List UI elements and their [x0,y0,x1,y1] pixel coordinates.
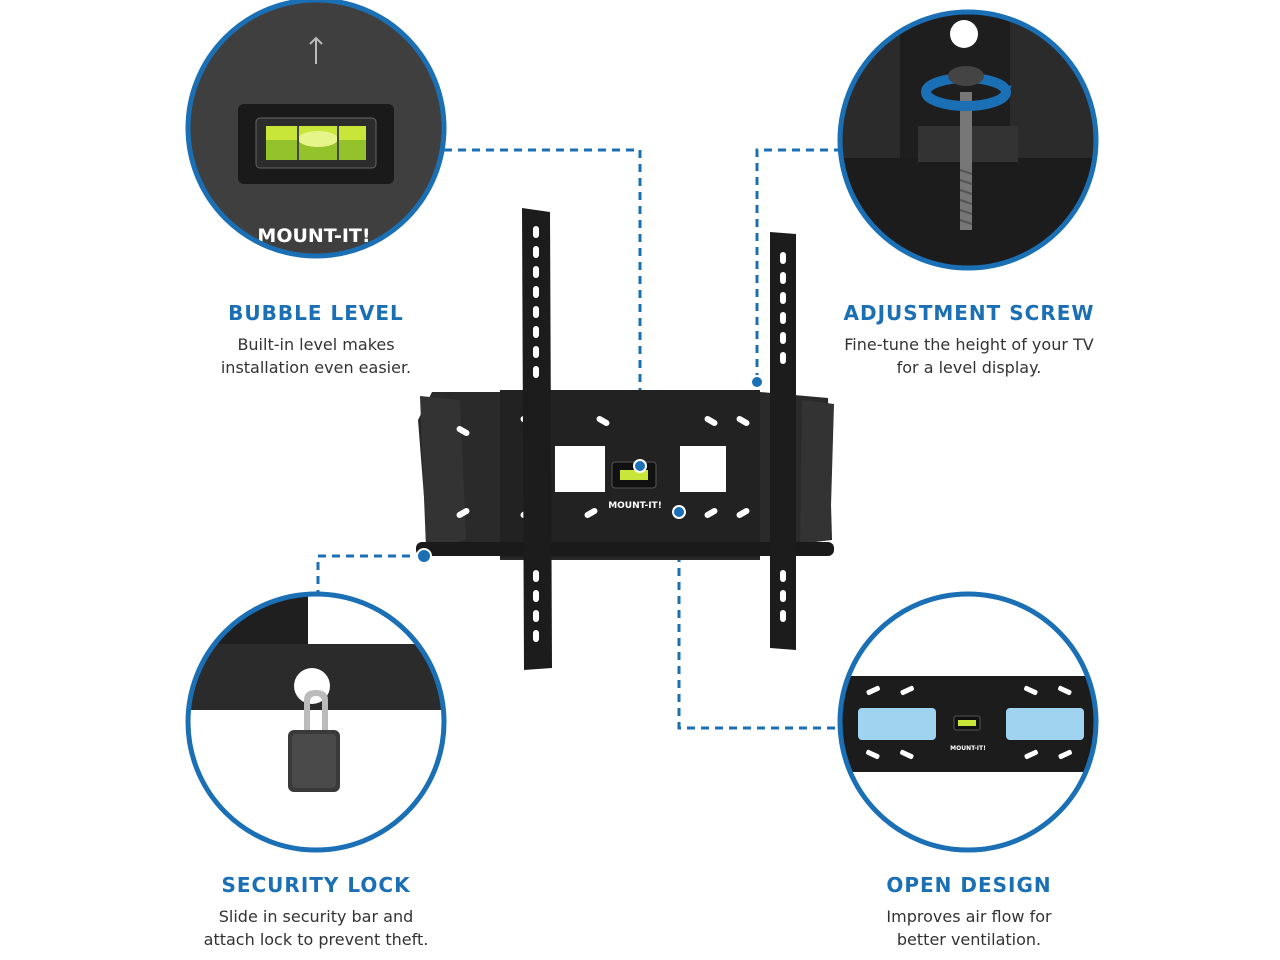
bubble-level-detail: MOUNT-IT! [185,0,447,259]
bubble-level-desc-line1: Built-in level makes [237,335,395,354]
open-design-title: OPEN DESIGN [886,873,1052,897]
callout-line-open [677,512,840,730]
security-lock-detail [185,591,447,853]
tv-wall-mount: MOUNT-IT! [416,208,834,670]
callout-lines [316,148,842,730]
bubble-level-desc-line2: installation even easier. [220,358,412,377]
bubble-level-brand-label: MOUNT-IT! [257,225,370,247]
adjustment-screw-caption: ADJUSTMENT SCREW Fine-tune the height of… [799,301,1139,379]
open-design-detail: MOUNT-IT! [837,591,1099,853]
adjustment-screw-title: ADJUSTMENT SCREW [843,301,1095,325]
security-lock-caption: SECURITY LOCK Slide in security bar and … [146,873,486,951]
bubble-level-caption: BUBBLE LEVEL Built-in level makes instal… [146,301,486,379]
security-lock-desc-line1: Slide in security bar and [218,907,414,926]
mount-brand-label: MOUNT-IT! [608,501,662,511]
callout-line-bubble [444,148,642,458]
open-design-caption: OPEN DESIGN Improves air flow for better… [799,873,1139,951]
open-design-desc-line2: better ventilation. [896,930,1042,949]
security-lock-title: SECURITY LOCK [221,873,411,897]
bubble-level-title: BUBBLE LEVEL [228,301,404,325]
adjustment-screw-desc-line1: Fine-tune the height of your TV [844,335,1094,354]
open-design-brand-label: MOUNT-IT! [950,745,986,752]
callout-line-lock [316,554,424,600]
security-lock-desc-line2: attach lock to prevent theft. [203,930,429,949]
callout-line-screw [755,148,842,382]
open-design-desc-line1: Improves air flow for [886,907,1052,926]
adjustment-screw-detail [837,9,1099,271]
adjustment-screw-desc-line2: for a level display. [896,358,1042,377]
